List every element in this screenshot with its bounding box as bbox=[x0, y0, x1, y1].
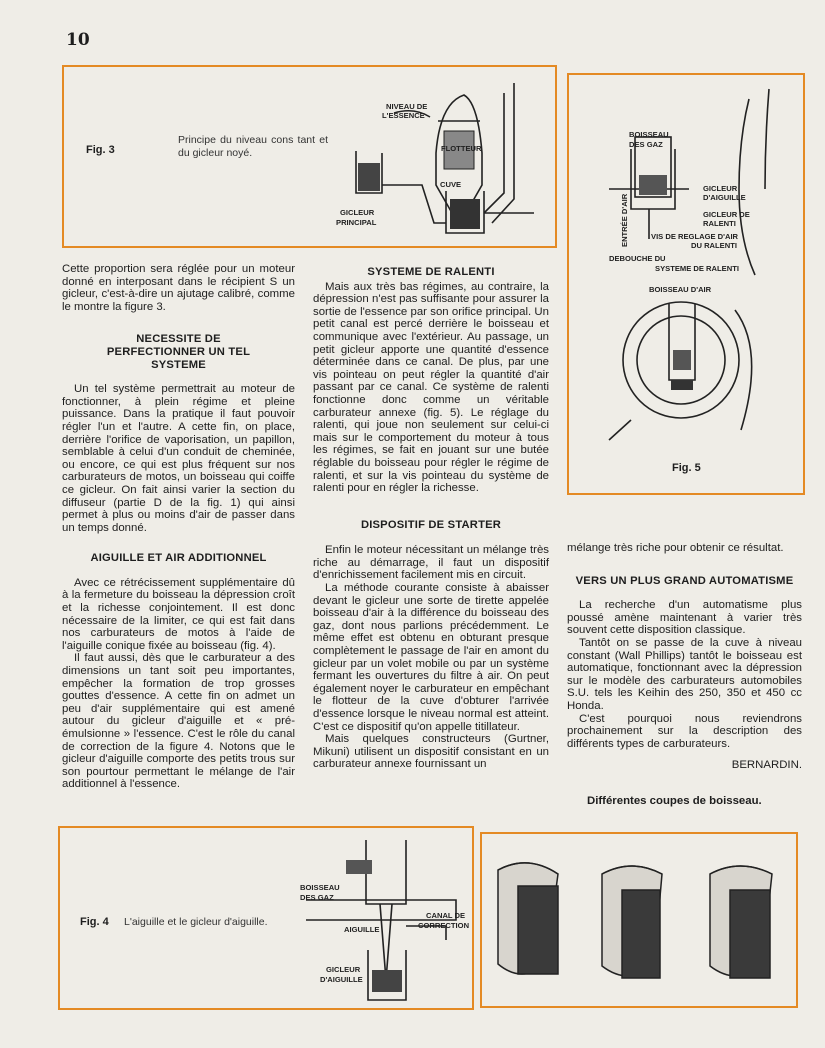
col1-p4: Il faut aussi, dès que le carburateur a … bbox=[62, 652, 295, 791]
coupes-title: Différentes coupes de boisseau. bbox=[587, 795, 762, 807]
fig5-desgaz: DES GAZ bbox=[629, 140, 663, 149]
fig5-label: Fig. 5 bbox=[672, 462, 701, 474]
fig5-diagram-bottom: BOISSEAU D'AIR bbox=[608, 285, 753, 441]
fig3-principal: PRINCIPAL bbox=[336, 218, 377, 227]
fig4-label: Fig. 4 bbox=[80, 916, 109, 928]
fig3-flotteur: FLOTTEUR bbox=[441, 144, 482, 153]
col2-heading-2: DISPOSITIF DE STARTER bbox=[360, 518, 502, 531]
fig4-aiguille: AIGUILLE bbox=[344, 925, 379, 934]
col1-heading-2: AIGUILLE ET AIR ADDITIONNEL bbox=[90, 552, 267, 565]
coupes-frame bbox=[480, 832, 798, 1008]
fig3-frame: Fig. 3 Principe du niveau cons tant et d… bbox=[62, 65, 557, 248]
fig4-daiguille: D'AIGUILLE bbox=[320, 975, 363, 984]
fig5-frame: BOISSEAU DES GAZ ENTRÉE D'AIR GICLEUR D'… bbox=[567, 73, 805, 495]
fig5-vis: VIS DE REGLAGE D'AIR bbox=[651, 232, 739, 241]
fig4-diagram: BOISSEAU DES GAZ CANAL DE CORRECTION AIG… bbox=[300, 840, 469, 1001]
page-number: 10 bbox=[66, 30, 90, 50]
col1-p2: Un tel système permettrait au moteur de … bbox=[62, 383, 295, 534]
fig3-gicleur: GICLEUR bbox=[340, 208, 375, 217]
fig4-gicleur: GICLEUR bbox=[326, 965, 361, 974]
fig5-systeme: SYSTEME DE RALENTI bbox=[655, 264, 739, 273]
fig3-niveau: NIVEAU DE bbox=[386, 102, 427, 111]
col3-author: BERNARDIN. bbox=[731, 759, 802, 772]
fig5-gicleur: GICLEUR bbox=[703, 184, 738, 193]
fig3-cuve: CUVE bbox=[440, 180, 461, 189]
column-2: SYSTEME DE RALENTI Mais aux très bas rég… bbox=[313, 266, 549, 771]
col2-p2: Enfin le moteur nécessitant un mélange t… bbox=[313, 544, 549, 582]
fig3-diagram: NIVEAU DE L'ESSENCE FLOTTEUR CUVE GICLEU… bbox=[336, 83, 534, 234]
fig4-boisseau: BOISSEAU bbox=[300, 883, 340, 892]
fig5-boisseau-air: BOISSEAU D'AIR bbox=[649, 285, 712, 294]
col1-p3: Avec ce rétrécissement supplémentaire dû… bbox=[62, 576, 295, 652]
col3-p2: La recherche d'un automatisme plus pouss… bbox=[567, 599, 802, 637]
col2-heading-1: SYSTEME DE RALENTI bbox=[367, 266, 495, 278]
fig3-caption: Principe du niveau cons tant et du gicle… bbox=[178, 134, 328, 159]
coupes-diagram bbox=[497, 862, 773, 979]
fig5-debouche: DEBOUCHE DU bbox=[609, 254, 666, 263]
fig5-diagram-top: BOISSEAU DES GAZ ENTRÉE D'AIR GICLEUR D'… bbox=[609, 88, 770, 276]
fig4-desgaz: DES GAZ bbox=[300, 893, 334, 902]
col1-p1: Cette proportion sera réglée pour un mot… bbox=[62, 263, 295, 313]
column-3: mélange très riche pour obtenir ce résul… bbox=[567, 542, 802, 772]
fig5-gicleur-de: GICLEUR DE bbox=[703, 210, 750, 219]
col1-heading-1: NECESSITE DE PERFECTIONNER UN TEL SYSTEM… bbox=[106, 333, 251, 371]
col3-heading-1: VERS UN PLUS GRAND AUTOMATISME bbox=[575, 574, 794, 587]
col2-p3: La méthode courante consiste à abaisser … bbox=[313, 582, 549, 733]
col3-p3: Tantôt on se passe de la cuve à niveau c… bbox=[567, 636, 802, 712]
fig3-essence: L'ESSENCE bbox=[382, 111, 425, 120]
col2-p4: Mais quelques constructeurs (Gurtner, Mi… bbox=[313, 733, 549, 771]
col3-p4: C'est pourquoi nous reviendrons prochain… bbox=[567, 712, 802, 750]
fig4-correction: CORRECTION bbox=[418, 921, 469, 930]
column-1: Cette proportion sera réglée pour un mot… bbox=[62, 263, 295, 791]
fig5-ralenti: RALENTI bbox=[703, 219, 736, 228]
fig5-boisseau: BOISSEAU bbox=[629, 130, 669, 139]
fig4-canal: CANAL DE bbox=[426, 911, 465, 920]
fig4-frame: Fig. 4 L'aiguille et le gicleur d'aiguil… bbox=[58, 826, 474, 1010]
fig5-du-ralenti: DU RALENTI bbox=[691, 241, 737, 250]
fig5-aiguille: D'AIGUILLE bbox=[703, 193, 746, 202]
col3-p1: mélange très riche pour obtenir ce résul… bbox=[567, 542, 784, 554]
fig3-label: Fig. 3 bbox=[86, 144, 115, 156]
fig4-caption: L'aiguille et le gicleur d'aiguille. bbox=[124, 916, 268, 928]
col2-p1: Mais aux très bas régimes, au contraire,… bbox=[313, 280, 549, 495]
fig5-entree-air: ENTRÉE D'AIR bbox=[620, 193, 629, 247]
